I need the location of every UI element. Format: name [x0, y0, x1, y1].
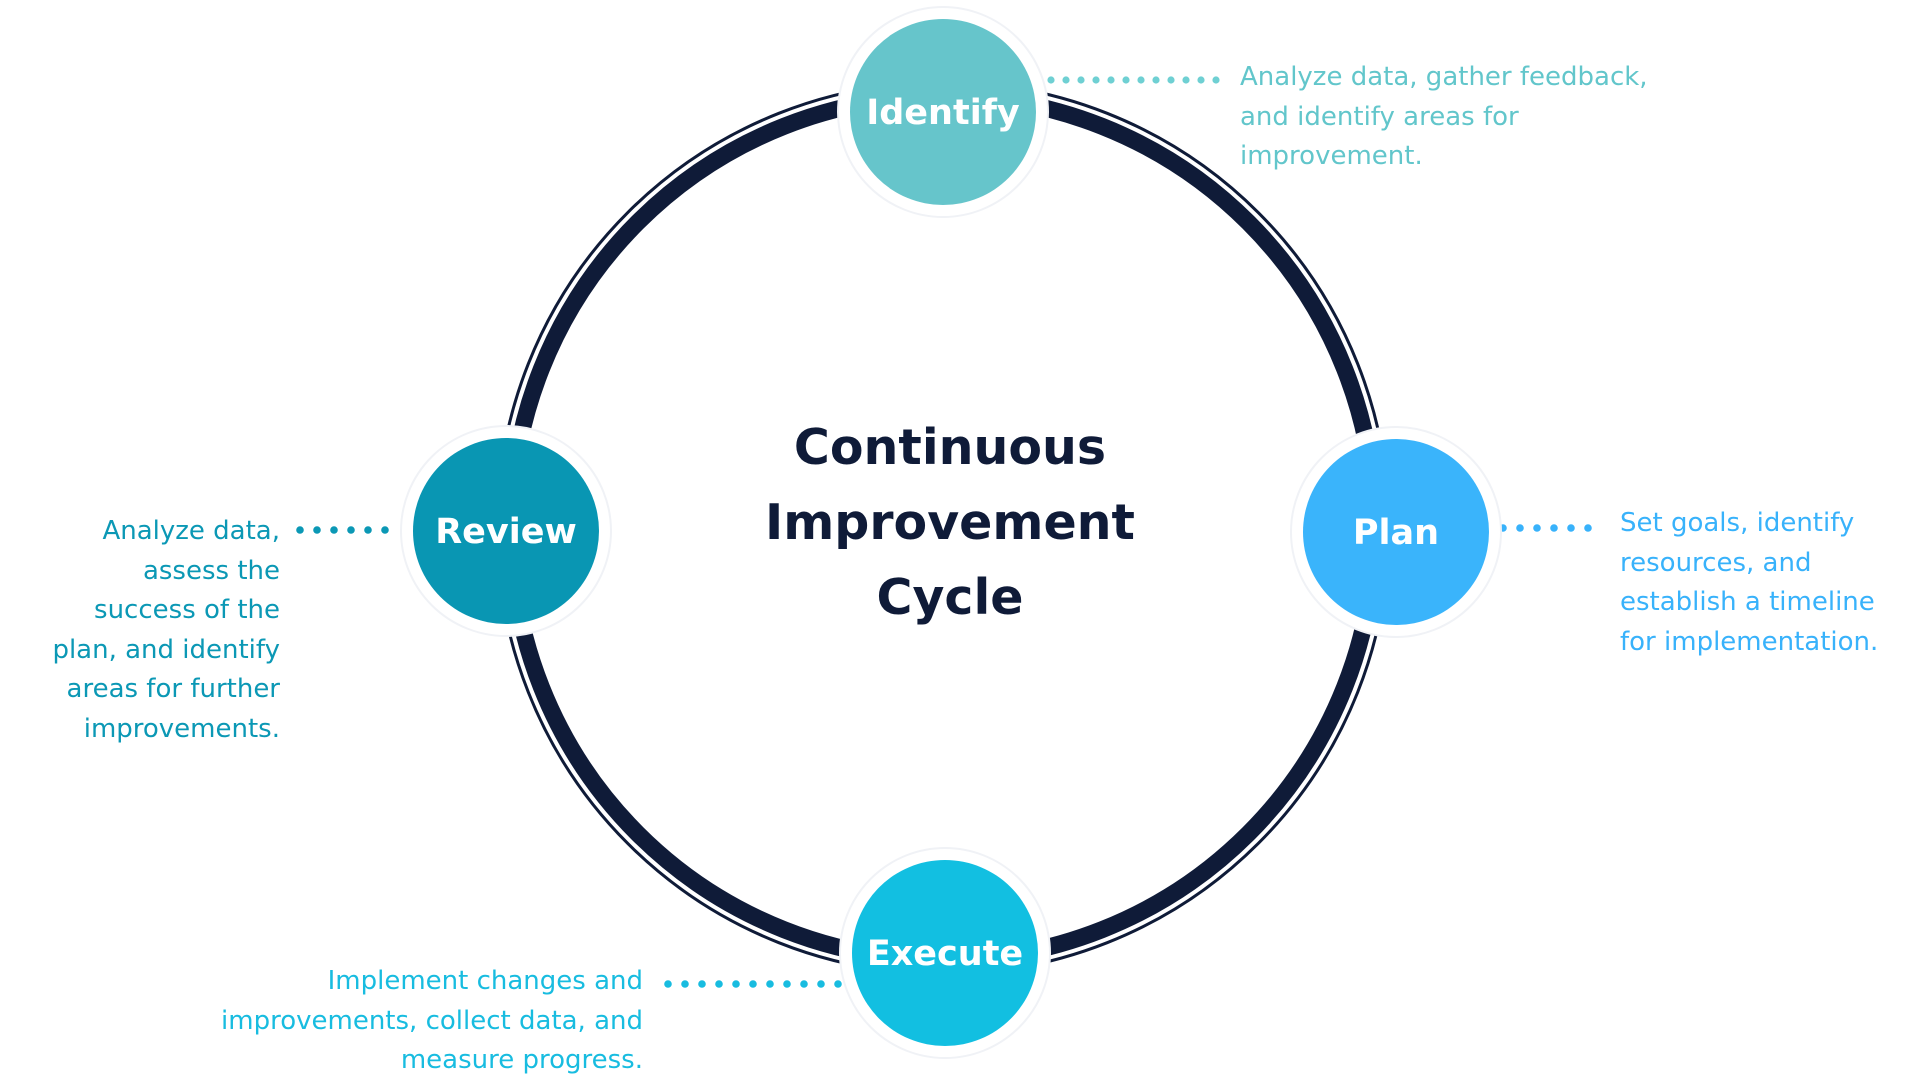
plan-description-line: establish a timeline — [1620, 587, 1875, 617]
execute-description-line: Implement changes and — [327, 966, 643, 996]
connector-review — [296, 526, 389, 534]
identify-description-line: improvement. — [1240, 141, 1423, 171]
identify-circle — [850, 19, 1036, 205]
review-description: Analyze data, assess the success of the … — [52, 512, 280, 749]
review-label: Review — [435, 512, 577, 552]
stage-execute: Execute — [839, 847, 1051, 1059]
review-description-line: plan, and identify — [52, 634, 280, 665]
plan-description-line: Set goals, identify — [1620, 508, 1855, 538]
stage-review: Review — [400, 425, 612, 637]
execute-label: Execute — [867, 934, 1023, 974]
connector-plan — [1499, 524, 1592, 532]
identify-description-line: and identify areas for — [1240, 101, 1519, 132]
plan-description: Set goals, identify resources, and estab… — [1620, 504, 1878, 662]
execute-description-line: improvements, collect data, and — [221, 1005, 643, 1036]
plan-label: Plan — [1353, 513, 1439, 553]
identify-label: Identify — [866, 93, 1020, 133]
identify-description: Analyze data, gather feedback, and ident… — [1240, 58, 1648, 177]
plan-description-line: resources, and — [1620, 547, 1812, 578]
review-description-line: assess the — [142, 555, 280, 586]
execute-circle — [852, 860, 1038, 1046]
title-line-2: Improvement — [765, 494, 1135, 551]
review-description-line: Analyze data, — [102, 516, 280, 546]
identify-description-line: Analyze data, gather feedback, — [1240, 62, 1648, 92]
title-line-3: Cycle — [876, 569, 1024, 626]
diagram-title: Continuous Improvement Cycle — [700, 410, 1200, 635]
stage-plan: Plan — [1290, 426, 1502, 638]
execute-description: Implement changes and improvements, coll… — [221, 962, 643, 1081]
review-description-line: areas for further — [66, 674, 280, 704]
connector-identify — [1047, 76, 1220, 84]
title-line-1: Continuous — [793, 419, 1107, 476]
execute-description-line: measure progress. — [400, 1045, 643, 1075]
plan-description-line: for implementation. — [1620, 626, 1879, 657]
connector-execute — [664, 980, 842, 988]
plan-circle — [1303, 439, 1489, 625]
review-circle — [413, 438, 599, 624]
review-description-line: improvements. — [83, 713, 280, 744]
stage-identify: Identify — [837, 6, 1049, 218]
review-description-line: success of the — [94, 595, 280, 625]
